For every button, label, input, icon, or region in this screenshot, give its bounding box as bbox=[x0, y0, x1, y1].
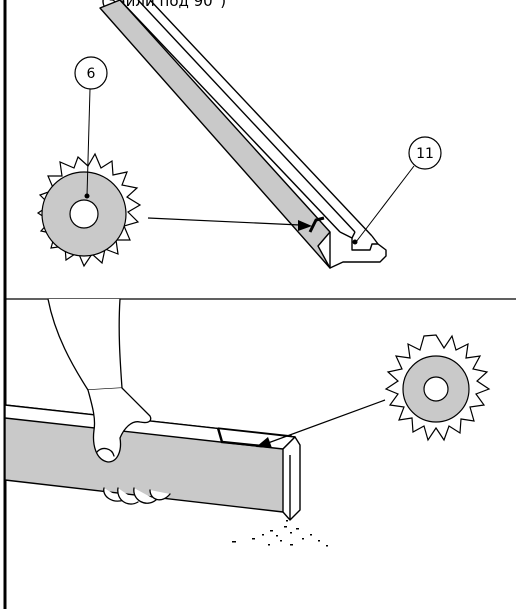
circular-saw-blade-icon bbox=[36, 152, 142, 268]
top-panel: 6 11 bbox=[36, 0, 442, 269]
saw-blade-hole bbox=[69, 199, 99, 229]
cut-arrow-head bbox=[298, 220, 312, 231]
sawdust-particles bbox=[232, 520, 328, 547]
profile-bar-end bbox=[282, 436, 301, 521]
svg-text:11: 11 bbox=[416, 146, 434, 162]
callout-6: 6 bbox=[74, 56, 108, 197]
profile-rail-gray-face bbox=[99, 0, 331, 269]
callout-11: 11 bbox=[352, 136, 442, 245]
bottom-panel bbox=[4, 298, 491, 547]
notch-arrow-head bbox=[256, 437, 272, 448]
notch-arrow-line bbox=[267, 399, 386, 444]
top-caption: (Зайли под 90°) bbox=[101, 0, 226, 10]
cut-notch-mark bbox=[216, 427, 263, 448]
profile-rail bbox=[99, 0, 387, 269]
cut-arrow-line bbox=[147, 217, 301, 226]
circular-saw-blade-icon bbox=[384, 334, 491, 442]
profile-end-channel bbox=[329, 231, 387, 269]
profile-bar bbox=[4, 404, 301, 521]
svg-text:6: 6 bbox=[87, 66, 96, 82]
hand-illustration bbox=[47, 298, 171, 505]
cut-mark bbox=[308, 216, 325, 233]
